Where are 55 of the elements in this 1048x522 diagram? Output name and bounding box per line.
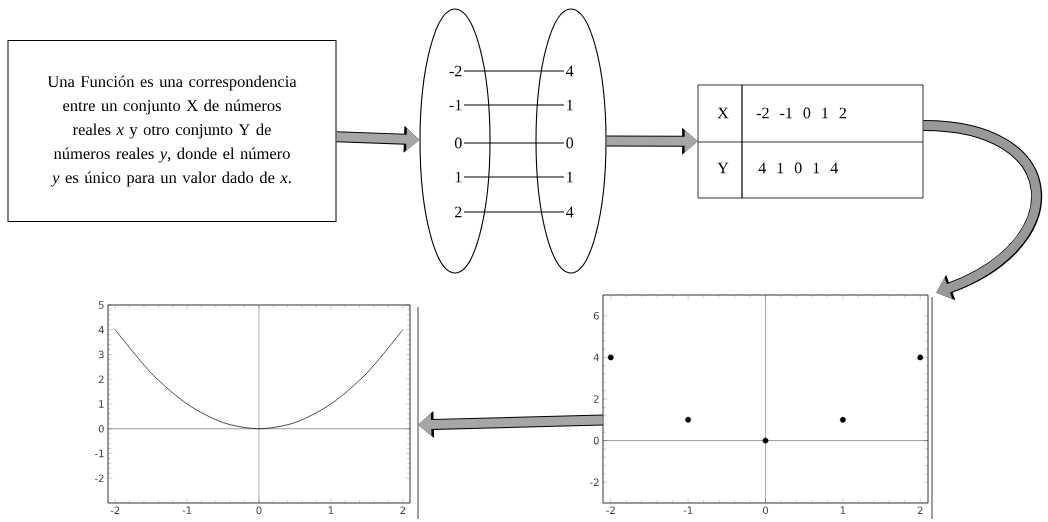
- y-tick-label: 5: [98, 301, 104, 309]
- set-element: 4: [566, 206, 574, 218]
- y-tick-label: 2: [593, 395, 599, 403]
- set-element: -2: [449, 65, 462, 77]
- x-tick-label: -1: [182, 506, 192, 514]
- mapping-line: [463, 211, 565, 213]
- y-tick-label: 0: [98, 424, 104, 433]
- set-element: 1: [567, 171, 573, 183]
- point: [762, 437, 769, 444]
- x-tick-label: 2: [917, 506, 923, 514]
- point: [607, 354, 614, 361]
- line-chart: -2 -1 0 1 2 -2 -1 0 1 2 3 4 5: [95, 301, 419, 520]
- point: [917, 354, 924, 361]
- set-element: 1: [567, 99, 573, 111]
- set-element: 1: [455, 171, 462, 183]
- set-element: 0: [454, 137, 462, 149]
- table-cell: 4 1 0 1 4: [758, 162, 838, 174]
- value-table: [697, 84, 924, 199]
- x-tick-label: -2: [110, 506, 120, 514]
- x-tick-label: 0: [762, 506, 769, 515]
- x-tick-label: -2: [606, 506, 615, 514]
- line-series: [114, 329, 404, 430]
- definition-box: Una Función es una correspondencia entre un conjunto X de números reales x y otro conjunto Y de números reales y, donde el número y es único para un valor dado de x.: [7, 40, 337, 222]
- y-tick-label: 6: [593, 312, 599, 320]
- set-element: -1: [449, 99, 462, 111]
- y-tick-label: -2: [589, 478, 599, 486]
- y-tick-label: -1: [94, 449, 104, 458]
- y-tick-label: 4: [98, 326, 104, 334]
- x-tick-label: 1: [328, 506, 334, 514]
- y-tick-label: 0: [593, 436, 599, 445]
- y-tick-label: 1: [99, 400, 104, 408]
- table-cell: -2 -1 0 1 2: [756, 107, 846, 119]
- y-tick-label: -2: [94, 474, 104, 482]
- y-tick-label: 4: [593, 353, 599, 362]
- table-cell: X: [717, 107, 729, 119]
- set-element: 4: [566, 65, 574, 77]
- set-ellipse: [419, 8, 491, 274]
- set-ellipse: [535, 8, 607, 274]
- x-tick-label: 0: [256, 506, 262, 515]
- point: [685, 416, 692, 423]
- mapping-line: [463, 176, 565, 178]
- y-tick-label: 2: [98, 375, 104, 383]
- mapping-line: [463, 142, 565, 144]
- point: [839, 416, 846, 423]
- set-element: 0: [566, 137, 574, 149]
- set-element: 2: [455, 206, 462, 218]
- y-tick-label: 3: [98, 350, 104, 359]
- x-tick-label: 2: [400, 506, 405, 514]
- x-tick-label: -1: [683, 506, 693, 514]
- mapping-line: [463, 70, 565, 72]
- block-arrow: [923, 120, 1042, 301]
- table-cell: Y: [717, 162, 729, 174]
- mapping-line: [463, 104, 565, 106]
- scatter-plot: -2 -1 0 1 2 -2 0 2 4 6: [590, 294, 933, 520]
- x-tick-label: 1: [840, 506, 846, 514]
